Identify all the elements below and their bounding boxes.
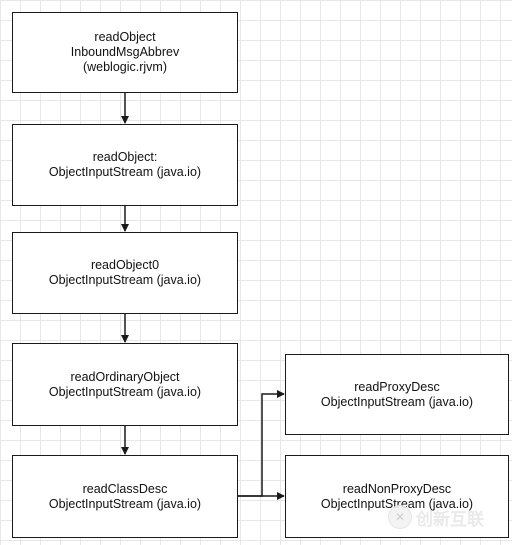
node-readproxydesc[interactable]: readProxyDesc ObjectInputStream (java.io… [285,354,509,435]
node-title: readObject0 [90,258,160,272]
node-readnonproxydesc[interactable]: readNonProxyDesc ObjectInputStream (java… [285,455,509,538]
node-title: readProxyDesc [354,379,440,394]
node-readobject-objectinputstream[interactable]: readObject: ObjectInputStream (java.io) [12,124,238,206]
node-class: ObjectInputStream (java.io) [48,273,202,287]
node-class: ObjectInputStream (java.io) [48,496,202,511]
edge-readclassdesc-to-readproxydesc [238,390,285,497]
node-title: readClassDesc [82,481,168,496]
node-package: (weblogic.rjvm) [82,60,168,74]
watermark-text: 创新互联 [416,509,484,529]
node-readordinaryobject[interactable]: readOrdinaryObject ObjectInputStream (ja… [12,343,238,426]
node-class: ObjectInputStream (java.io) [320,394,474,409]
node-readclassdesc[interactable]: readClassDesc ObjectInputStream (java.io… [12,455,238,538]
node-title: readObject: [92,150,158,164]
node-readobject-inboundmsgabbrev[interactable]: readObject InboundMsgAbbrev (weblogic.rj… [12,12,238,93]
node-class: ObjectInputStream (java.io) [48,165,202,179]
brand-logo-icon: ✕ [388,505,412,529]
node-title: readOrdinaryObject [70,369,180,384]
node-class: ObjectInputStream (java.io) [320,496,474,511]
node-title: readNonProxyDesc [342,481,452,496]
watermark: ✕ 创新互联 [388,505,484,529]
node-title: readObject [94,30,156,44]
node-readobject0[interactable]: readObject0 ObjectInputStream (java.io) [12,232,238,314]
node-class: InboundMsgAbbrev [70,45,180,59]
node-class: ObjectInputStream (java.io) [48,384,202,399]
